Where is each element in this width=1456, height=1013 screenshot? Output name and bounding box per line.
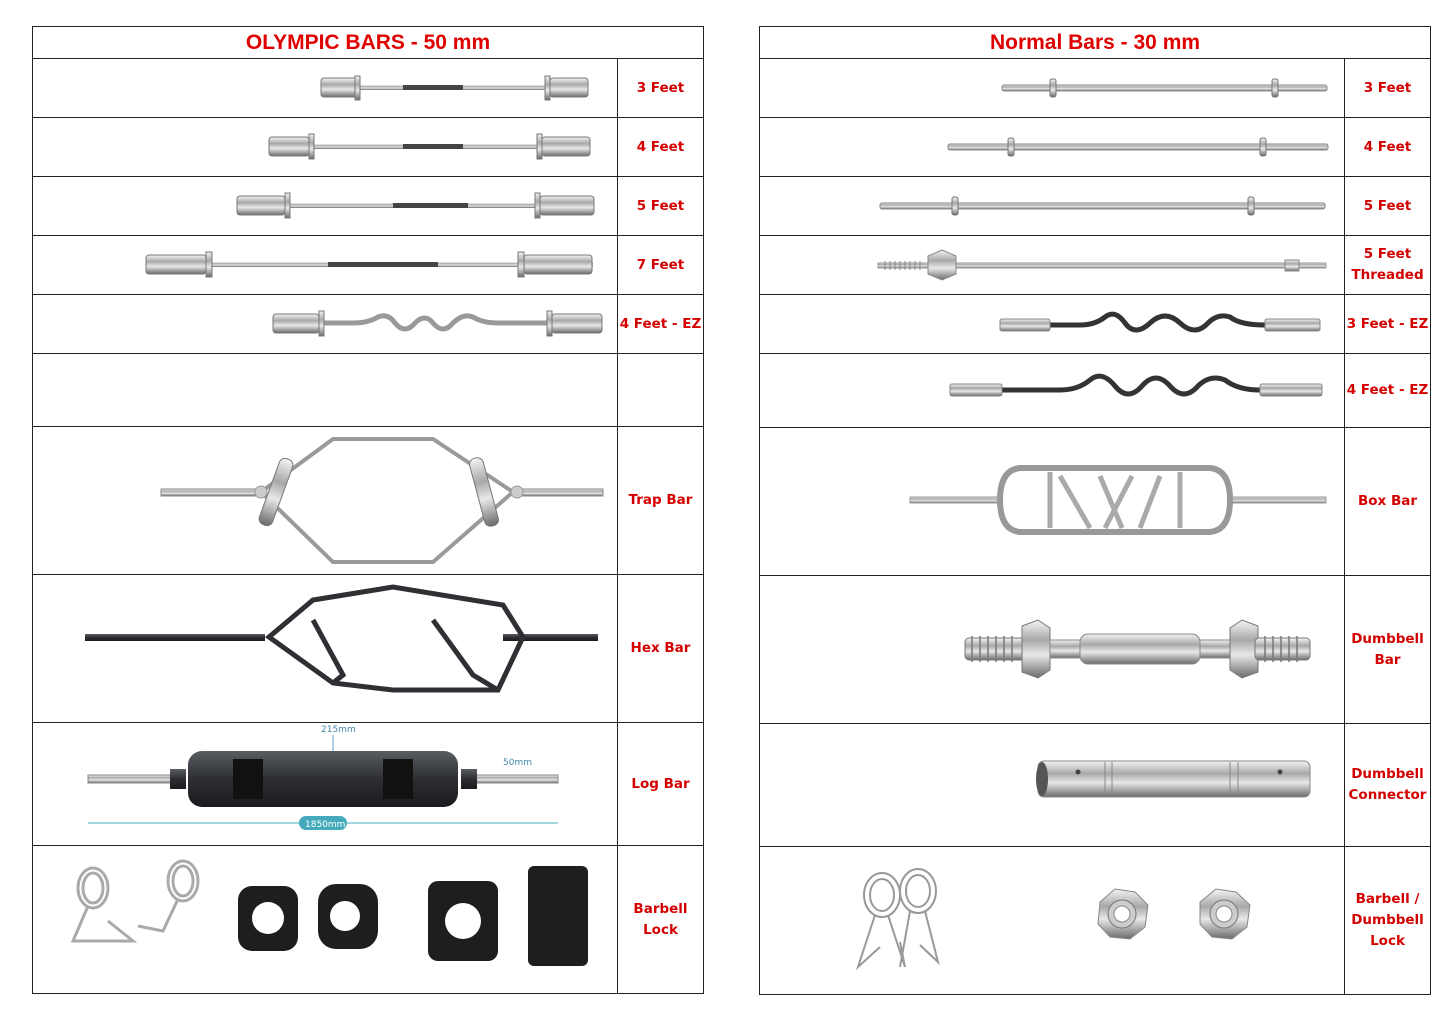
normal-row-label: 4 Feet - EZ <box>1344 353 1431 428</box>
barbell-dumbbell-lock-image <box>759 846 1345 995</box>
ez-curl-bar-icon <box>272 310 603 337</box>
olympic-row-label: Trap Bar <box>617 426 704 575</box>
normal-4ft-ez-bar-image <box>759 353 1345 428</box>
box-bar-icon <box>909 465 1327 535</box>
olympic-5ft-bar-image <box>32 176 618 236</box>
normal-bars-title: Normal Bars - 30 mm <box>759 26 1431 59</box>
threaded-bar-icon <box>877 249 1327 281</box>
normal-bars-table: Normal Bars - 30 mm 3 Feet 4 Feet 5 Feet <box>759 26 1431 995</box>
olympic-7ft-bar-image <box>32 235 618 295</box>
trap-bar-image <box>32 426 618 575</box>
olympic-row-label: 7 Feet <box>617 235 704 295</box>
olympic-3ft-bar-image <box>32 58 618 118</box>
ez-curl-bar-icon <box>999 311 1321 333</box>
svg-text:1850mm: 1850mm <box>305 820 345 830</box>
dumbbell-bar-image <box>759 575 1345 724</box>
ez-curl-bar-icon <box>949 373 1323 397</box>
barbell-dumbbell-lock-icon <box>855 868 1251 971</box>
olympic-bars-title: OLYMPIC BARS - 50 mm <box>32 26 704 59</box>
olympic-bars-table: OLYMPIC BARS - 50 mm 3 Feet 4 Feet <box>32 26 704 994</box>
svg-text:50mm: 50mm <box>503 758 532 768</box>
olympic-row-label: 4 Feet - EZ <box>617 294 704 354</box>
normal-3ft-ez-bar-image <box>759 294 1345 354</box>
trap-bar-icon <box>160 437 604 564</box>
olympic-ez-bar-image <box>32 294 618 354</box>
log-bar-icon: 215mm 50mm 1850mm <box>87 725 559 830</box>
barbell-lock-icon <box>70 859 588 966</box>
hex-bar-image <box>32 574 618 723</box>
normal-3ft-bar-image <box>759 58 1345 118</box>
normal-5ft-bar-image <box>759 176 1345 236</box>
olympic-row-label: Log Bar <box>617 722 704 846</box>
straight-olympic-bar-icon <box>268 133 591 160</box>
straight-normal-bar-icon <box>1001 78 1328 98</box>
dumbbell-bar-icon <box>964 619 1311 679</box>
straight-olympic-bar-icon <box>320 75 589 101</box>
normal-row-label: 3 Feet - EZ <box>1344 294 1431 354</box>
straight-olympic-bar-icon <box>236 192 595 219</box>
normal-4ft-bar-image <box>759 117 1345 177</box>
normal-row-label: Box Bar <box>1344 427 1431 576</box>
log-bar-image: 215mm 50mm 1850mm <box>32 722 618 846</box>
normal-row-label: 3 Feet <box>1344 58 1431 118</box>
olympic-row-label: Hex Bar <box>617 574 704 723</box>
straight-olympic-bar-icon <box>145 251 593 278</box>
normal-row-label: 4 Feet <box>1344 117 1431 177</box>
straight-normal-bar-icon <box>879 196 1326 216</box>
threaded-bar-image <box>759 235 1345 295</box>
olympic-row-label <box>617 353 704 427</box>
olympic-row-label: 4 Feet <box>617 117 704 177</box>
olympic-4ft-bar-image <box>32 117 618 177</box>
box-bar-image <box>759 427 1345 576</box>
normal-row-label: 5 Feet <box>1344 176 1431 236</box>
dumbbell-connector-image <box>759 723 1345 847</box>
olympic-empty-cell <box>32 353 618 427</box>
olympic-row-label: 3 Feet <box>617 58 704 118</box>
svg-text:215mm: 215mm <box>321 725 356 735</box>
hex-bar-icon <box>85 584 598 693</box>
barbell-lock-image <box>32 845 618 994</box>
dumbbell-connector-icon <box>1036 760 1311 798</box>
straight-normal-bar-icon <box>947 137 1329 157</box>
olympic-row-label: 5 Feet <box>617 176 704 236</box>
